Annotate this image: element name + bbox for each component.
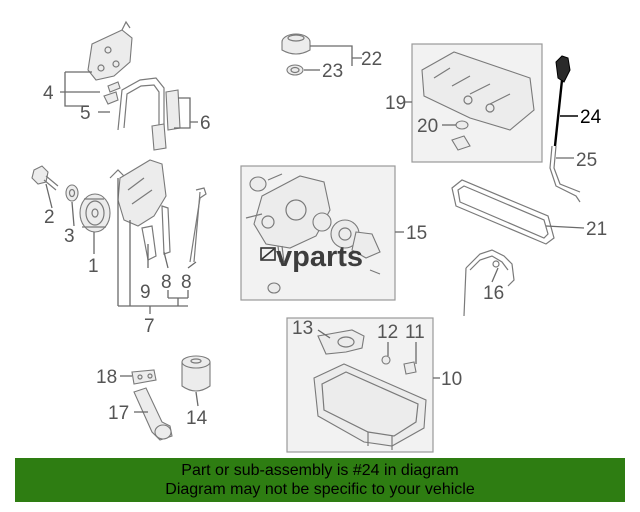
info-banner: Part or sub-assembly is #24 in diagram D… — [15, 458, 625, 502]
dipstick-part — [553, 55, 571, 147]
callout-3: 3 — [64, 226, 75, 247]
callout-21: 21 — [586, 219, 607, 240]
filter-adaptor-part — [133, 387, 173, 441]
parts-diagram: vparts 4 5 6 2 3 1 9 8 8 7 22 23 19 20 2… — [31, 20, 607, 453]
callout-labels: 4 5 6 2 3 1 9 8 8 7 22 23 19 20 24 25 21… — [43, 49, 607, 429]
pump-rotor-part — [312, 212, 381, 259]
valve-cover-gasket-part — [451, 179, 555, 245]
valve-cover-part — [421, 51, 535, 151]
callout-15: 15 — [406, 223, 427, 244]
oil-filter-part — [181, 355, 211, 392]
callout-19: 19 — [385, 93, 406, 114]
oil-strainer-part — [317, 329, 365, 355]
oil-cap-seal-part — [286, 64, 304, 76]
washer-part — [65, 184, 79, 202]
callout-8b: 8 — [181, 272, 192, 293]
watermark-text: vparts — [276, 241, 363, 273]
callout-24: 24 — [580, 107, 602, 128]
callout-2: 2 — [44, 207, 55, 228]
drain-plug-part — [381, 355, 391, 365]
callout-17: 17 — [108, 403, 129, 424]
gasket-part — [141, 205, 171, 261]
oil-pan-part — [313, 363, 427, 450]
callout-8a: 8 — [161, 272, 172, 293]
banner-line-1: Part or sub-assembly is #24 in diagram — [181, 462, 459, 479]
callout-25: 25 — [576, 150, 597, 171]
pan-bolt-part — [403, 361, 417, 375]
rear-gasket-part — [463, 249, 515, 317]
filter-gasket-part — [131, 369, 157, 385]
callout-18: 18 — [96, 367, 117, 388]
banner-line-2: Diagram may not be specific to your vehi… — [165, 481, 475, 498]
callout-20: 20 — [417, 116, 438, 137]
callout-13: 13 — [292, 318, 313, 339]
callout-23: 23 — [322, 61, 343, 82]
callout-4: 4 — [43, 83, 54, 104]
watermark-logo: vparts — [260, 241, 363, 273]
callout-9: 9 — [140, 282, 151, 303]
chain-tensioner-part — [151, 89, 181, 151]
bolt-part — [31, 165, 59, 191]
callout-10: 10 — [441, 369, 462, 390]
timing-cover-part — [87, 20, 133, 81]
crank-pulley-part — [79, 193, 111, 233]
callout-11: 11 — [405, 322, 425, 343]
oil-pump-part — [245, 173, 331, 249]
dipstick-tube-part — [549, 145, 581, 203]
callout-6: 6 — [200, 113, 211, 134]
oil-cap-part — [281, 33, 311, 55]
valve-cover-seal-part — [455, 120, 469, 130]
timing-guide-part — [117, 77, 165, 132]
callout-16: 16 — [483, 283, 504, 304]
small-bracket-part — [103, 81, 121, 105]
callout-12: 12 — [377, 322, 398, 343]
callout-14: 14 — [186, 408, 208, 429]
front-cover-part — [109, 159, 167, 227]
callout-22: 22 — [361, 49, 382, 70]
callout-5: 5 — [80, 103, 91, 124]
pump-screws-part — [267, 245, 381, 294]
long-gasket-part — [189, 187, 207, 263]
callout-1: 1 — [88, 256, 99, 277]
callout-7: 7 — [144, 316, 155, 337]
leader-lines — [45, 45, 585, 413]
